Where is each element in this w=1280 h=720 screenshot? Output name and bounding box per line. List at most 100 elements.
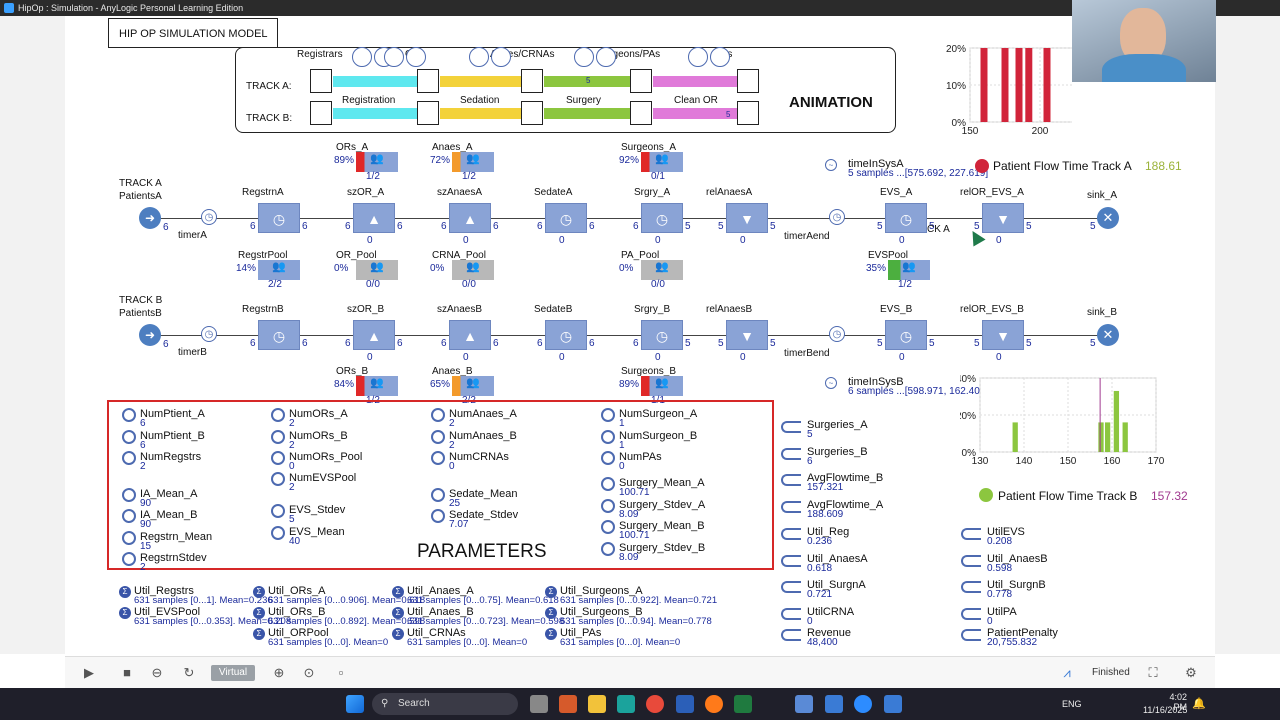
speed-up-icon[interactable]: ⊕ (273, 665, 285, 680)
resource-pool[interactable]: 👥 (641, 376, 683, 396)
flow-b-block[interactable]: ◷ (641, 320, 683, 350)
resource-pool[interactable]: 👥 (258, 260, 300, 280)
flow-b-block[interactable]: ▼ (726, 320, 768, 350)
flow-a-block[interactable]: ▲ (353, 203, 395, 233)
settings-icon[interactable]: ▫ (338, 665, 344, 680)
dataset-timeinsysb[interactable]: ~ timeInSysB 6 samples ...[598.971, 162.… (825, 376, 988, 397)
source-node[interactable]: ➜ (139, 324, 161, 346)
taskbar-search-box[interactable]: ⚲ Search (372, 693, 518, 715)
resource-pool[interactable]: 👥 (452, 260, 494, 280)
flow-a-block[interactable]: ◷ (258, 203, 300, 233)
notification-bell-icon[interactable]: 🔔 (1192, 698, 1206, 710)
dataset-timeinsysa[interactable]: ~ timeInSysA 5 samples ...[575.692, 227.… (825, 158, 988, 179)
resource-pool[interactable]: 👥 (888, 260, 930, 280)
edge-icon[interactable] (617, 695, 635, 713)
resource-pool[interactable]: 👥 (641, 260, 683, 280)
timer-end-icon[interactable]: ◷ (829, 209, 845, 225)
flow-b-block[interactable]: ▲ (449, 320, 491, 350)
word-icon[interactable] (676, 695, 694, 713)
timer-icon[interactable]: ◷ (201, 326, 217, 342)
flow-b-block[interactable]: ◷ (885, 320, 927, 350)
resource-pool[interactable]: 👥 (641, 152, 683, 172)
sink-node[interactable]: ✕ (1097, 324, 1119, 346)
file-explorer-icon[interactable] (588, 695, 606, 713)
resource-pool[interactable]: 👥 (356, 152, 398, 172)
anylogic-active-icon[interactable] (884, 695, 902, 713)
resource-pool[interactable]: 👥 (452, 152, 494, 172)
slow-down-icon[interactable]: ⊖ (151, 665, 163, 680)
flow-a-block[interactable]: ◷ (641, 203, 683, 233)
zoom-icon[interactable] (854, 695, 872, 713)
flow-b-block[interactable]: ▲ (353, 320, 395, 350)
app-icon[interactable] (795, 695, 813, 713)
clock-time[interactable]: 4:02 PM (1169, 692, 1187, 712)
anylogic-taskbar-icon[interactable] (825, 695, 843, 713)
resource-pool[interactable]: 👥 (452, 376, 494, 396)
chrome-icon[interactable] (646, 695, 664, 713)
fullscreen-icon[interactable]: ⛶ (1148, 665, 1158, 680)
clock-date[interactable]: 11/16/2025 (1143, 705, 1188, 715)
timer-end-icon[interactable]: ◷ (829, 326, 845, 342)
play-icon[interactable]: ▶ (84, 665, 94, 680)
excel-icon[interactable] (734, 695, 752, 713)
flow-a-block[interactable]: ▼ (982, 203, 1024, 233)
windows-start-icon[interactable] (346, 695, 364, 713)
flow-a-block[interactable]: ▲ (449, 203, 491, 233)
resource-pool[interactable]: 👥 (356, 376, 398, 396)
language-indicator[interactable]: ENG (1062, 699, 1082, 709)
firefox-icon[interactable] (705, 695, 723, 713)
flow-b-block[interactable]: ◷ (545, 320, 587, 350)
flow-a-block[interactable]: ◷ (885, 203, 927, 233)
flow-a-block[interactable]: ◷ (545, 203, 587, 233)
task-view-icon[interactable] (530, 695, 548, 713)
sink-node[interactable]: ✕ (1097, 207, 1119, 229)
reset-icon[interactable]: ↻ (183, 665, 195, 680)
flow-b-block[interactable]: ◷ (258, 320, 300, 350)
resource-pool[interactable]: 👥 (356, 260, 398, 280)
timer-icon[interactable]: ◷ (201, 209, 217, 225)
gear-icon[interactable]: ⚙ (1185, 665, 1197, 680)
flow-a-block[interactable]: ▼ (726, 203, 768, 233)
